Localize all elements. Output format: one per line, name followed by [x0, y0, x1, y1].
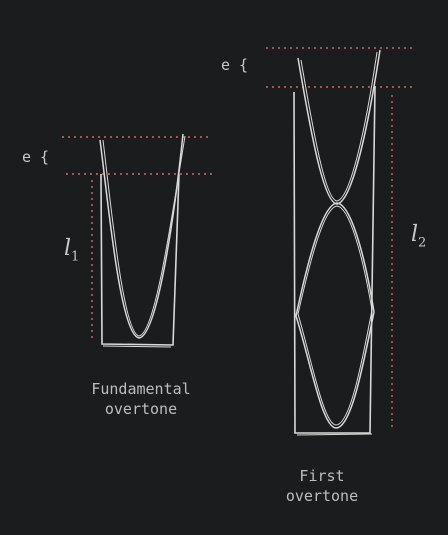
first-overtone-caption-line1: First: [299, 467, 345, 485]
fundamental-caption-line1: Fundamental: [91, 380, 191, 398]
first-overtone-diagram: [266, 47, 414, 436]
l1-var: l: [64, 236, 72, 261]
right-tube: [293, 85, 376, 434]
left-tube-base-sketch: [102, 345, 172, 348]
right-wave-mid-upper-b: [297, 205, 373, 315]
left-end-correction-label: e {: [22, 148, 50, 166]
left-standing-wave-a: [99, 133, 184, 339]
right-end-correction-label: e {: [221, 56, 249, 74]
fundamental-caption-line2: overtone: [104, 400, 178, 418]
l2-var: l: [411, 222, 419, 247]
l1-label: l1: [64, 236, 79, 264]
first-overtone-caption-line2: overtone: [285, 487, 359, 505]
fundamental-diagram: [62, 133, 212, 348]
right-wave-top-b: [300, 51, 378, 202]
right-wave-low-a: [295, 311, 375, 429]
l2-sub: 2: [418, 235, 427, 251]
left-tube: [100, 173, 180, 346]
fundamental-caption: Fundamental overtone: [71, 379, 211, 419]
l1-sub: 1: [71, 249, 80, 265]
l2-label: l2: [411, 222, 426, 250]
first-overtone-caption: First overtone: [252, 466, 392, 506]
right-tube-base-sketch: [296, 433, 373, 436]
left-standing-wave-b: [102, 135, 186, 337]
right-wave-top-a: [297, 49, 381, 205]
right-wave-low-b: [297, 309, 373, 426]
right-wave-mid-upper: [295, 202, 375, 317]
